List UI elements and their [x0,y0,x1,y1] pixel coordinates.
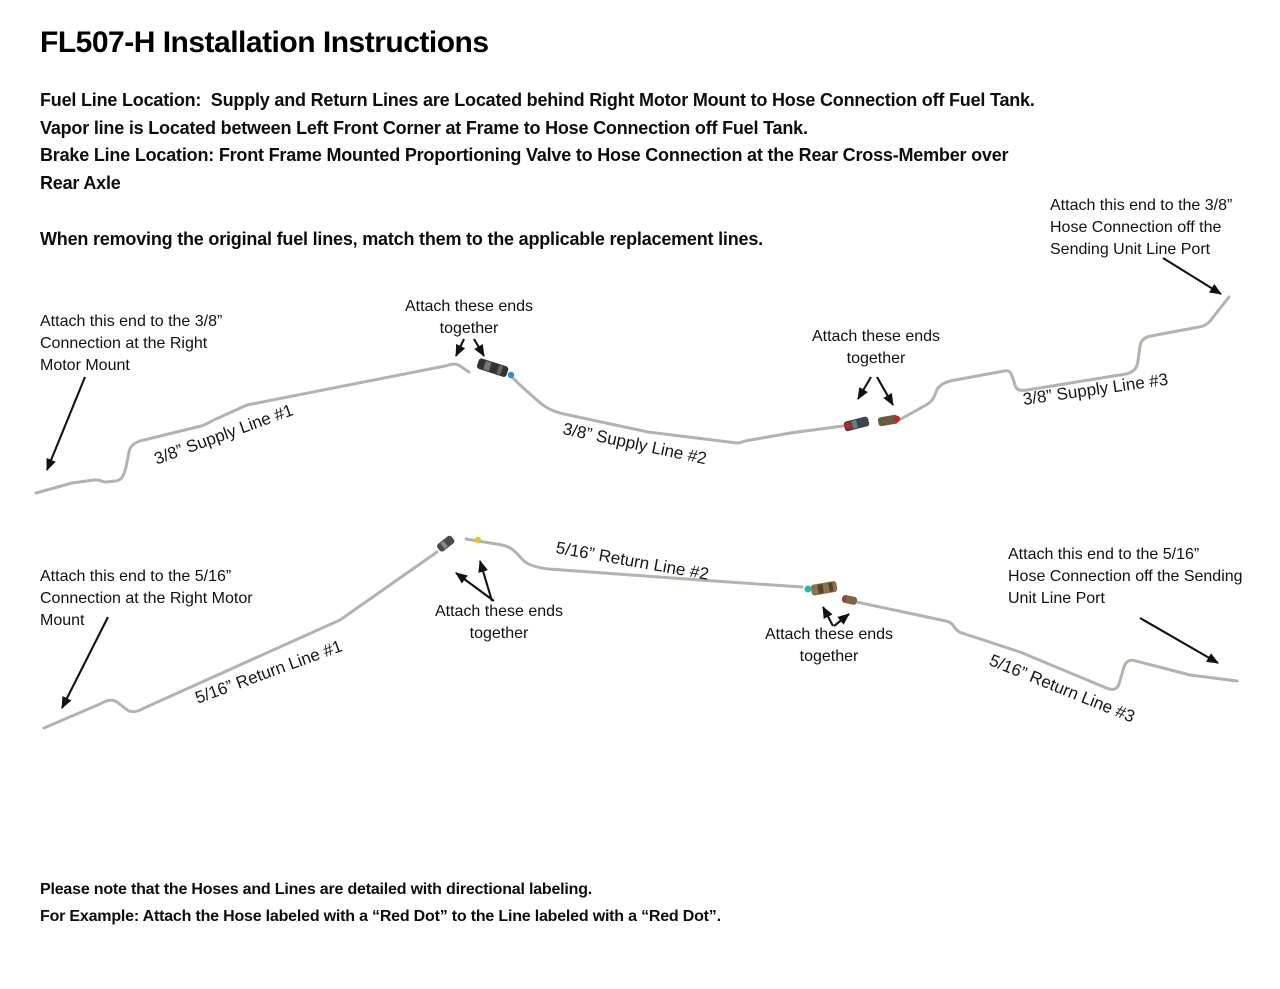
arrow-supply-mid2-left [857,376,872,400]
arrow-supply-mid1-left [455,338,466,357]
return-line-2-path [464,537,804,589]
arrow-supply-mid1-right [473,338,485,357]
page-title: FL507-H Installation Instructions [40,26,489,59]
return-attach-mid1-note: Attach these ends together [434,603,564,642]
supply-attach-right-note: Attach this end to the 3/8” Hose Connect… [1050,197,1233,258]
directional-labeling-note: Please note that the Hoses and Lines are… [40,881,721,925]
yellow-dot-marker [474,536,482,544]
red-dot-marker-right [893,415,901,423]
arrow-return-right [1139,617,1219,664]
hose-fitting-return-2-end [810,581,838,596]
arrow-return-mid2-right [833,613,850,627]
supply-line-1-path [34,362,471,495]
removal-note: When removing the original fuel lines, m… [40,229,763,249]
arrow-supply-left [46,376,86,471]
return-attach-mid2-note: Attach these ends together [764,626,894,665]
location-description: Fuel Line Location: Supply and Return Li… [40,90,1035,193]
return-attach-right-note: Attach this end to the 5/16” Hose Connec… [1008,546,1243,607]
hose-fitting-supply-1-2 [476,358,509,377]
arrow-return-mid1-right [478,560,494,602]
line-fitting-return-3-start [841,594,858,605]
return-attach-left-note: Attach this end to the 5/16” Connection … [40,568,253,629]
arrow-return-mid2-left [822,606,834,627]
return-line-3-path [845,598,1239,691]
return-line-1-path [42,550,439,730]
hose-fitting-return-1-end [437,535,455,552]
teal-dot-marker [804,585,812,593]
supply-attach-left-note: Attach this end to the 3/8” Connection a… [40,313,223,374]
supply-attach-mid2-note: Attach these ends together [811,328,941,367]
supply-line-2-path [510,375,845,445]
arrow-supply-right [1162,257,1222,295]
line-fitting-supply-3-start [877,414,899,427]
arrow-return-mid1-left [455,572,495,602]
small-red-dot-marker [841,596,847,602]
arrow-supply-mid2-right [876,376,894,406]
blue-dot-marker [507,371,515,379]
supply-line-3-path [899,295,1231,421]
red-dot-marker-left [844,422,852,430]
arrow-return-left [61,616,109,709]
supply-attach-mid1-note: Attach these ends together [404,298,534,337]
